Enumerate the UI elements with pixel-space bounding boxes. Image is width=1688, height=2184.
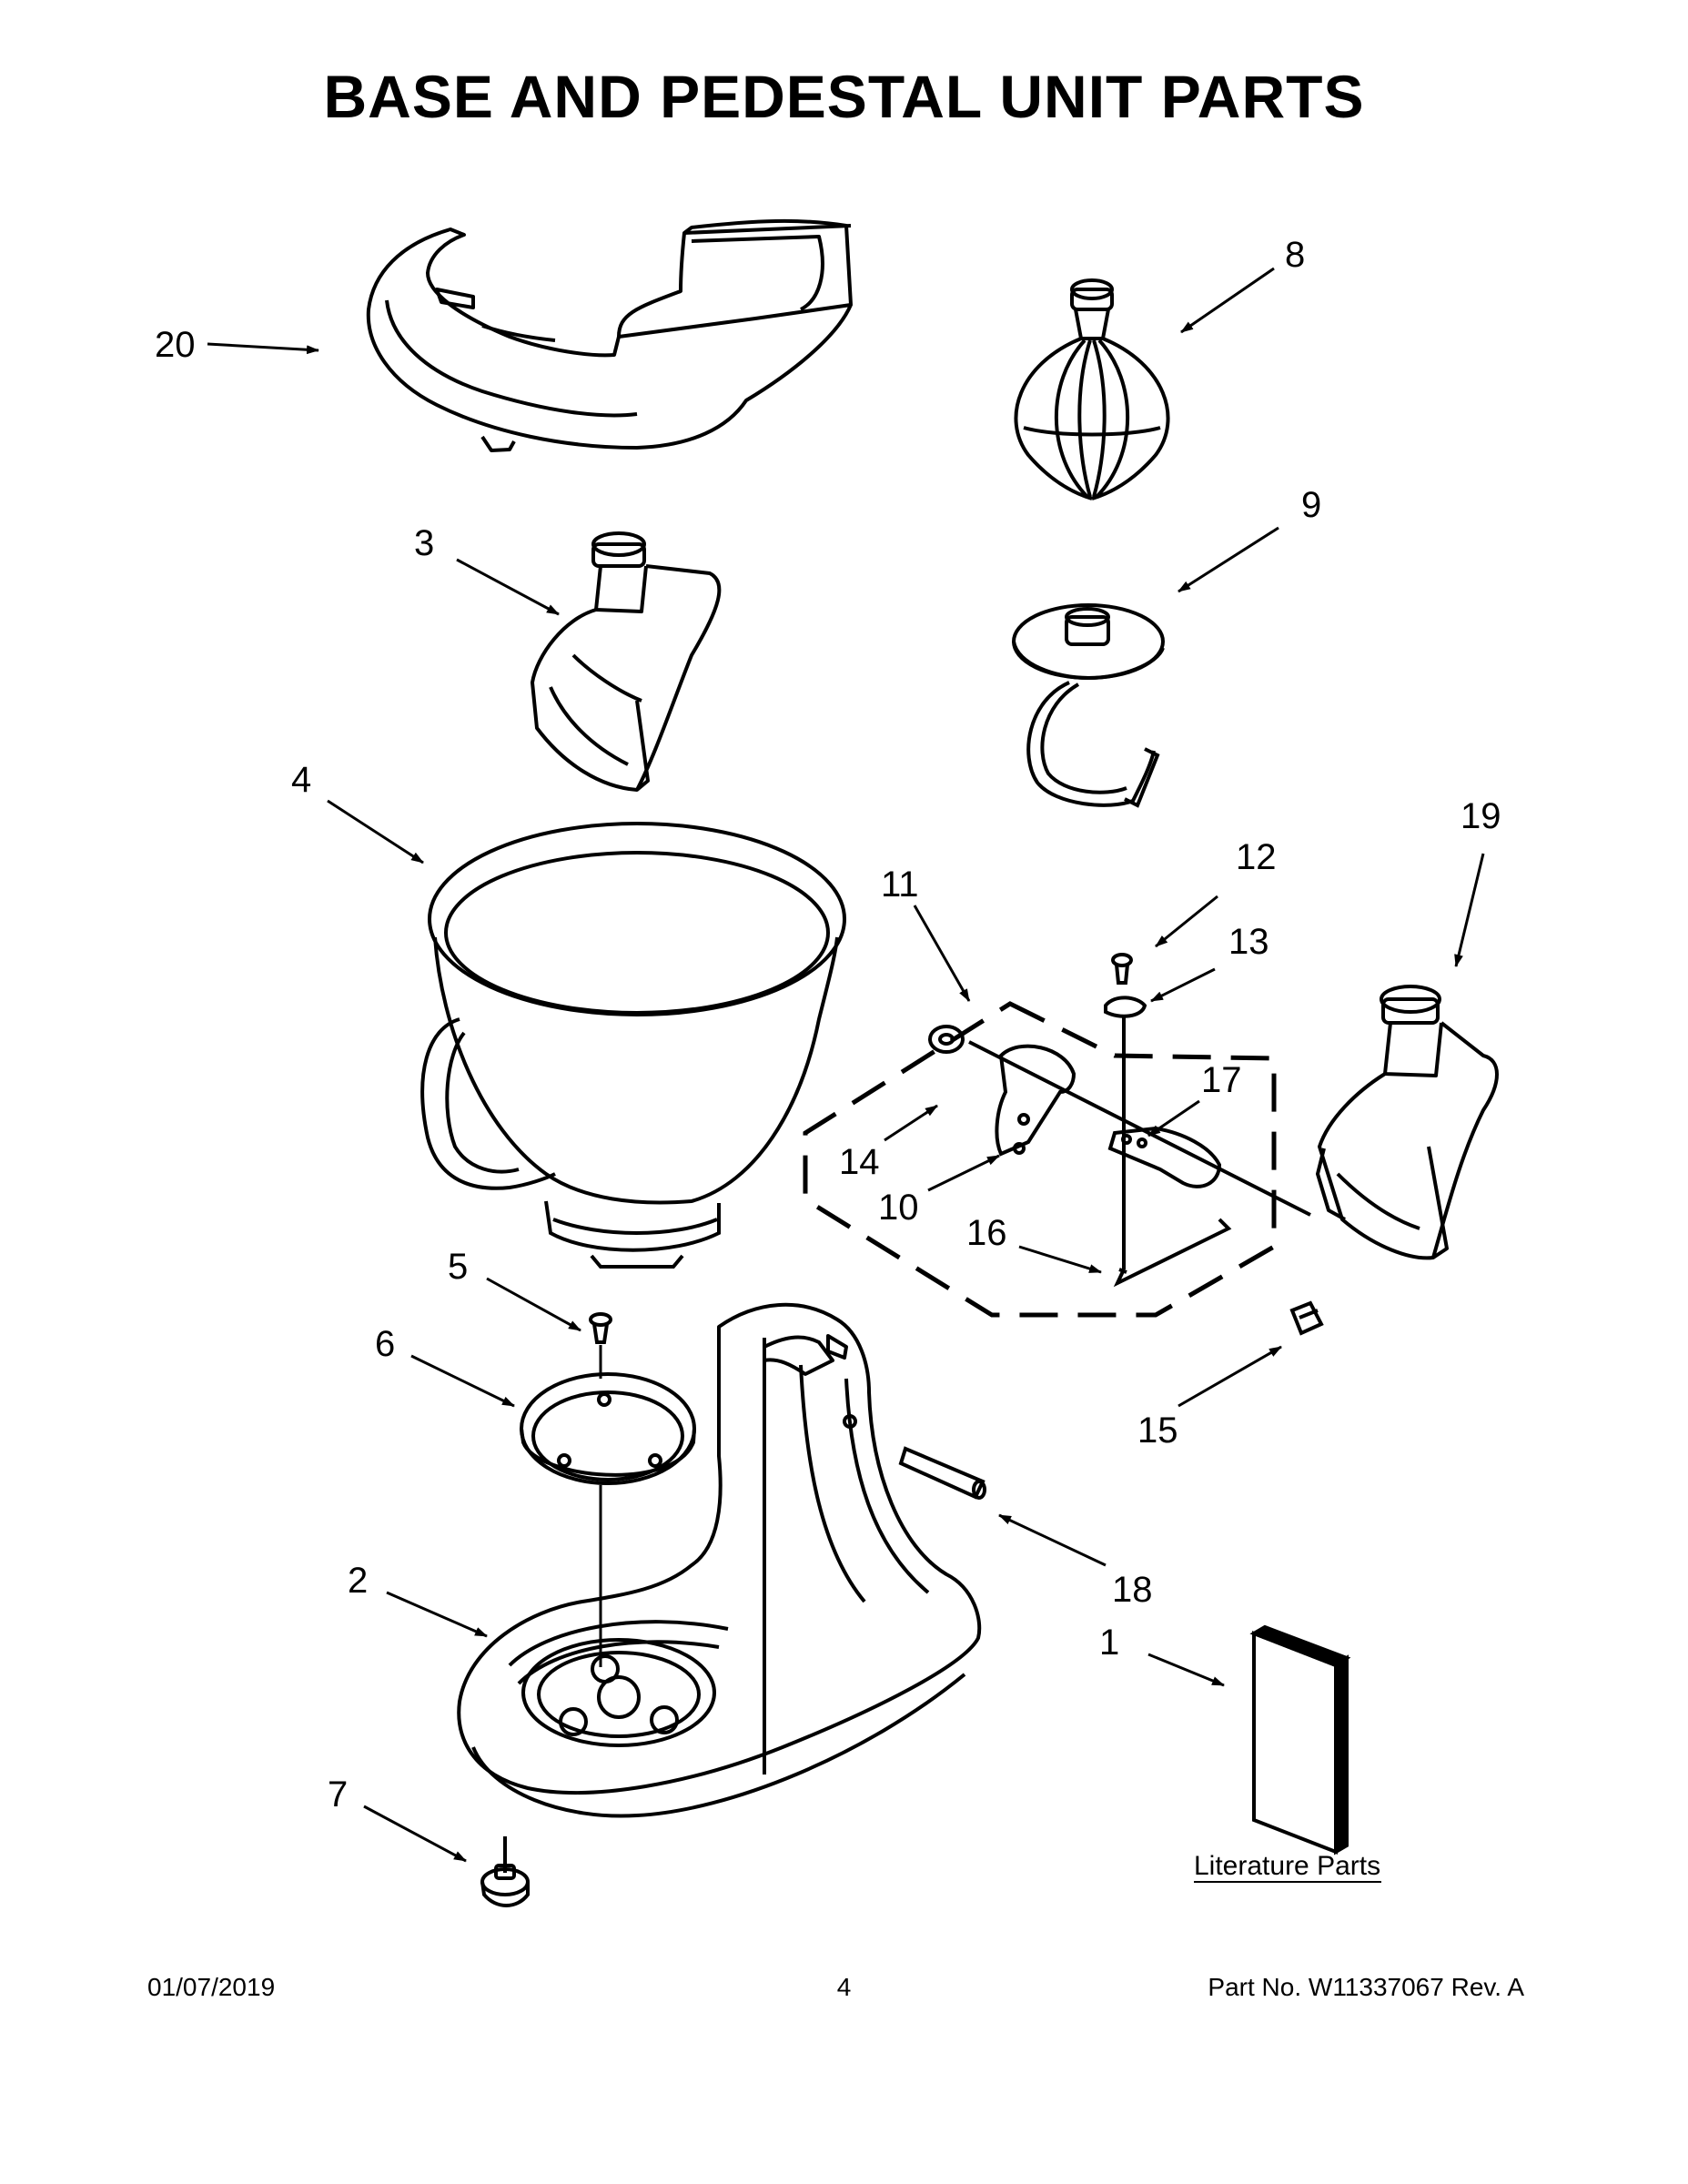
callout-5: 5 — [448, 1247, 468, 1287]
callout-7: 7 — [328, 1774, 348, 1815]
literature-booklet-part — [1249, 1624, 1351, 1855]
mixing-bowl-part — [420, 822, 846, 1269]
page-title: BASE AND PEDESTAL UNIT PARTS — [323, 63, 1365, 130]
footer-date: 01/07/2019 — [147, 1973, 276, 2001]
callout-9: 9 — [1301, 485, 1321, 525]
callout-10: 10 — [878, 1188, 919, 1228]
callout-14: 14 — [839, 1142, 880, 1182]
hinge-assembly-parts — [928, 953, 1324, 1336]
hinge-kit-boundary — [803, 1001, 1277, 1318]
flat-beater-part — [531, 531, 722, 792]
leader-arrows — [207, 267, 1485, 1863]
flex-edge-beater-part — [1316, 985, 1499, 1260]
footer-page-number: 4 — [836, 1973, 852, 2001]
callout-1: 1 — [1099, 1623, 1119, 1663]
footer-part-number: Part No. W11337067 Rev. A — [1208, 1973, 1524, 2001]
callout-12: 12 — [1236, 837, 1277, 877]
dough-hook-part — [1012, 603, 1165, 808]
literature-parts-label: Literature Parts — [1194, 1851, 1380, 1881]
callout-15: 15 — [1137, 1410, 1178, 1451]
wire-whip-part — [1014, 278, 1170, 500]
pedestal-base-part — [457, 1302, 982, 1818]
callout-16: 16 — [966, 1213, 1007, 1253]
callout-19: 19 — [1461, 796, 1501, 836]
callout-2: 2 — [348, 1561, 368, 1601]
callout-4: 4 — [291, 760, 311, 800]
callout-numbers: 20 8 3 9 4 19 12 11 13 17 14 10 16 5 6 1… — [155, 235, 1501, 1883]
callout-20: 20 — [155, 325, 196, 365]
hinge-pin-part-18 — [898, 1446, 986, 1500]
callout-13: 13 — [1228, 922, 1269, 962]
pouring-shield-part — [366, 218, 853, 452]
callout-17: 17 — [1201, 1060, 1242, 1100]
callout-18: 18 — [1112, 1570, 1153, 1610]
screw-part-5 — [589, 1312, 612, 1344]
callout-3: 3 — [414, 523, 434, 563]
callout-6: 6 — [375, 1324, 395, 1364]
callout-8: 8 — [1285, 235, 1305, 275]
callout-11: 11 — [881, 864, 919, 905]
trim-ring-part — [520, 1372, 696, 1485]
rubber-foot-part — [480, 1836, 530, 1907]
